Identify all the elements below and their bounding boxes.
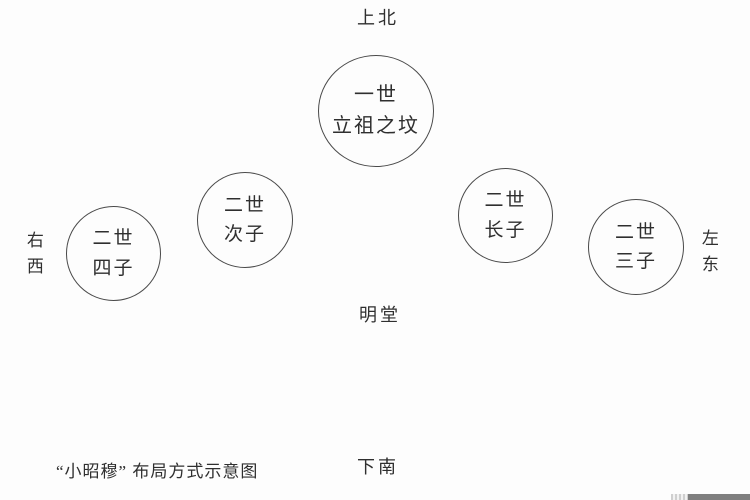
- grave-node-person-label: 四子: [92, 257, 135, 279]
- grave-node-third-son: 二世 三子: [588, 199, 684, 295]
- diagram-caption: “小昭穆” 布局方式示意图: [56, 462, 259, 481]
- direction-label-north: 上北: [357, 8, 399, 28]
- direction-label-west: 右西: [26, 231, 44, 276]
- grave-node-founder: 一世 立祖之坟: [318, 55, 434, 167]
- grave-node-generation-label: 二世: [223, 194, 266, 216]
- grave-node-second-son: 二世 次子: [197, 172, 293, 268]
- grave-node-fourth-son: 二世 四子: [66, 206, 161, 301]
- grave-node-person-label: 次子: [223, 224, 266, 245]
- grave-node-generation-label: 二世: [92, 228, 135, 250]
- horizontal-scrollbar-thumb[interactable]: [688, 494, 750, 500]
- grave-node-person-label: 长子: [484, 219, 527, 241]
- grave-node-generation-label: 二世: [614, 221, 657, 243]
- grave-node-generation-label: 二世: [484, 190, 527, 212]
- direction-label-south: 下南: [357, 457, 399, 477]
- grave-node-person-label: 立祖之坟: [332, 115, 420, 137]
- grave-node-generation-label: 一世: [354, 84, 398, 106]
- grave-node-eldest-son: 二世 长子: [458, 168, 553, 263]
- grave-node-person-label: 三子: [614, 251, 657, 272]
- direction-label-east: 左东: [701, 229, 719, 274]
- center-area-label-mingtang: 明堂: [359, 305, 401, 325]
- scrollbar-dither-fragment: [671, 494, 688, 500]
